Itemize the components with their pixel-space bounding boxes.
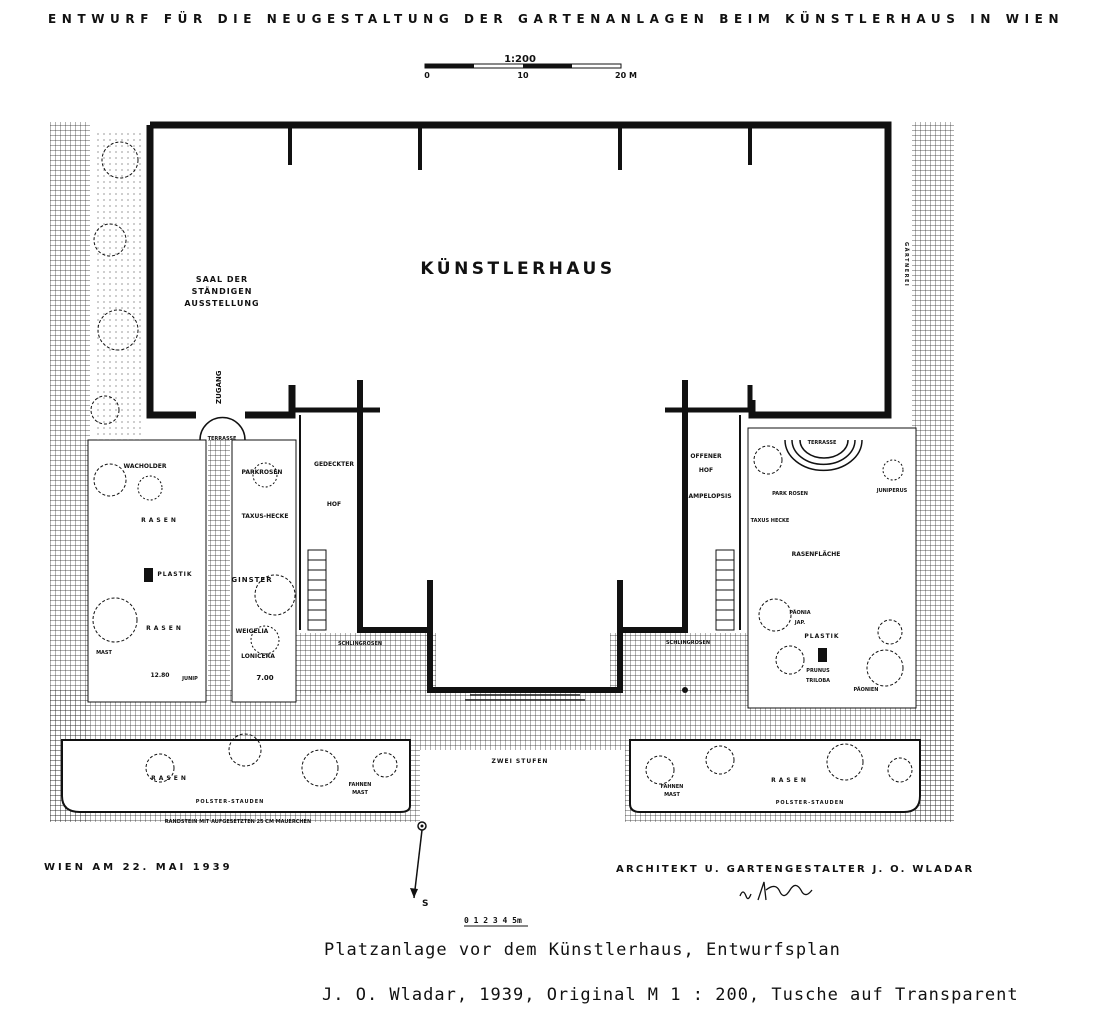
label-randstein: RANDSTEIN MIT AUFGESETZTEN 25 CM MAUERCH… xyxy=(165,819,311,825)
plastik-right-marker xyxy=(818,648,827,662)
label-zwei-stufen: ZWEI STUFEN xyxy=(492,758,549,765)
label-fahnenmast-right-1: FAHNEN xyxy=(661,784,684,790)
label-gedeckter-1: GEDECKTER xyxy=(314,461,354,468)
flagpole-dot-right xyxy=(682,687,688,693)
label-dim-left: 12.80 xyxy=(151,672,170,679)
label-rasen-2: RASEN xyxy=(146,625,184,632)
label-plastik-right: PLASTIK xyxy=(804,633,839,640)
label-offener-2: HOF xyxy=(699,467,713,474)
label-ampelopsis: AMPELOPSIS xyxy=(688,493,731,500)
building-name: KÜNSTLERHAUS xyxy=(420,257,615,279)
label-rasen-1: RASEN xyxy=(141,517,179,524)
label-wacholder: WACHOLDER xyxy=(123,463,166,470)
label-polsterstauden-left: POLSTER-STAUDEN xyxy=(196,799,265,805)
label-offener-1: OFFENER xyxy=(690,453,722,460)
label-plastik-left: PLASTIK xyxy=(157,571,192,578)
building-walls xyxy=(146,121,892,693)
label-rasen-bottom-left: RASEN xyxy=(151,775,189,782)
label-schlingrosen-right: SCHLINGROSEN xyxy=(666,640,710,646)
plan-labels: SAAL DER STÄNDIGEN AUSSTELLUNG ZUGANG TE… xyxy=(96,242,910,825)
label-fahnenmast-right-2: MAST xyxy=(664,792,680,798)
label-parkrosen-right: PARK ROSEN xyxy=(772,491,808,497)
label-junip-left: JUNIP xyxy=(181,676,198,682)
label-dim-mid: 7.00 xyxy=(256,674,273,682)
scale-tick-20: 20 M xyxy=(615,71,637,80)
trees-shrubs xyxy=(90,141,913,787)
stairs xyxy=(199,416,863,701)
label-ginster: GINSTER xyxy=(231,576,272,584)
plastik-left-marker xyxy=(144,568,153,582)
label-taxushecke-left: TAXUS-HECKE xyxy=(242,513,289,520)
label-rasen-bottom-right: RASEN xyxy=(771,777,809,784)
label-zugang: ZUGANG xyxy=(215,370,223,404)
scale-ratio: 1:200 xyxy=(504,54,536,65)
caption-line-2: J. O. Wladar, 1939, Original M 1 : 200, … xyxy=(322,985,1019,1005)
label-jap: JAP. xyxy=(794,620,805,626)
label-mast: MAST xyxy=(96,650,112,656)
label-terrasse-left: TERRASSE xyxy=(208,436,237,442)
label-fahnenmast-2: MAST xyxy=(352,790,368,796)
north-arrow: S xyxy=(410,821,428,909)
label-gedeckter-2: HOF xyxy=(327,501,341,508)
flagpole-dot-left xyxy=(455,687,461,693)
architect-credit: ARCHITEKT U. GARTENGESTALTER J. O. WLADA… xyxy=(616,864,975,875)
label-rasenflaeche: RASENFLÄCHE xyxy=(792,551,841,558)
north-label: S xyxy=(422,899,428,909)
scale-tick-10: 10 xyxy=(517,71,529,80)
label-saal-2: STÄNDIGEN xyxy=(192,286,253,296)
label-paeonien: PÄONIEN xyxy=(854,686,879,693)
small-scale: 0 1 2 3 4 5m xyxy=(464,916,522,925)
caption-line-1: Platzanlage vor dem Künstlerhaus, Entwur… xyxy=(324,940,841,960)
label-parkrosen-left: PARKROSEN xyxy=(242,469,283,476)
label-paeonia: PÄONIA xyxy=(789,609,810,616)
scale-tick-0: 0 xyxy=(424,71,430,80)
label-schlingrosen-left: SCHLINGROSEN xyxy=(338,641,382,647)
plan-title: ENTWURF FÜR DIE NEUGESTALTUNG DER GARTEN… xyxy=(48,12,1065,26)
label-saal-1: SAAL DER xyxy=(196,275,248,284)
label-saal-3: AUSSTELLUNG xyxy=(184,299,259,308)
label-weigelia: WEIGELIA xyxy=(236,628,269,635)
label-prunus-1: PRUNUS xyxy=(806,668,830,674)
label-juniperus: JUNIPERUS xyxy=(876,488,908,494)
architect-signature xyxy=(739,881,813,901)
scale-bar: 1:200 0 10 20 M xyxy=(424,54,637,80)
label-lonicera: LONICERA xyxy=(241,653,275,660)
label-gaertnerei: GÄRTNEREI xyxy=(903,242,910,287)
label-terrasse-right: TERRASSE xyxy=(808,440,837,446)
label-taxushecke-right: TAXUS HECKE xyxy=(751,518,790,524)
label-polsterstauden-right: POLSTER-STAUDEN xyxy=(776,800,845,806)
label-fahnenmast-1: FAHNEN xyxy=(349,782,372,788)
label-prunus-2: TRILOBA xyxy=(806,678,830,684)
plan-date: WIEN AM 22. MAI 1939 xyxy=(44,862,233,873)
